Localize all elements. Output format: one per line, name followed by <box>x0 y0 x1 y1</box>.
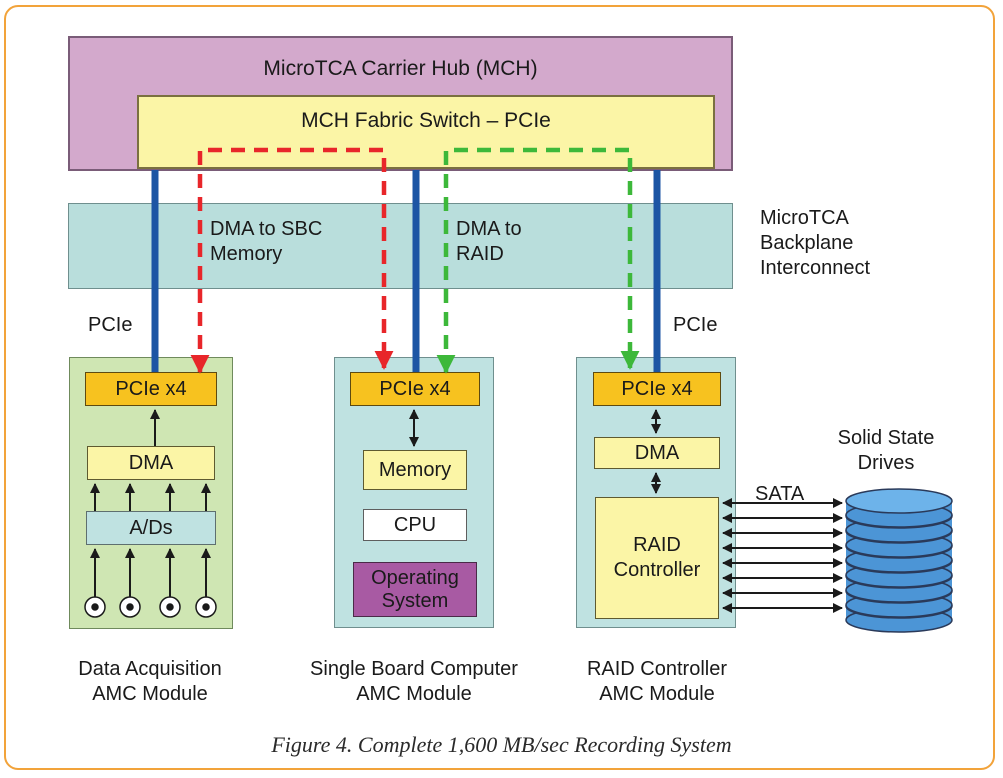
backplane-label: MicroTCA Backplane Interconnect <box>760 207 871 279</box>
daq-input-connectors <box>84 596 217 618</box>
daq-caption: Data Acquisition AMC Module <box>78 658 222 705</box>
backplane-interconnect <box>68 203 733 289</box>
pcie-links <box>151 170 661 372</box>
daq-adc: A/Ds <box>86 511 216 545</box>
drive-disk-icon <box>845 488 953 528</box>
raid-caption: RAID Controller AMC Module <box>586 658 728 705</box>
sata-label: SATA <box>755 483 805 505</box>
sbc-operating-system: Operating System <box>353 562 477 617</box>
figure-caption: Figure 4. Complete 1,600 MB/sec Recordin… <box>271 732 732 757</box>
sbc-caption: Single Board Computer AMC Module <box>310 658 518 705</box>
sbc-cpu: CPU <box>363 509 467 541</box>
fabric-switch: MCH Fabric Switch – PCIe <box>137 95 715 169</box>
pcie-label-left: PCIe <box>88 314 133 336</box>
raid-controller: RAID Controller <box>595 497 719 619</box>
sbc-memory: Memory <box>363 450 467 490</box>
carrier-hub-title: MicroTCA Carrier Hub (MCH) <box>263 57 538 80</box>
daq-dma: DMA <box>87 446 215 480</box>
dma-to-sbc-label: DMA to SBC Memory <box>210 218 323 265</box>
sbc-pcie-x4: PCIe x4 <box>350 372 480 406</box>
dma-to-raid-label: DMA to RAID <box>456 218 522 265</box>
raid-dma: DMA <box>594 437 720 469</box>
pcie-label-right: PCIe <box>673 314 718 336</box>
fabric-switch-label: MCH Fabric Switch – PCIe <box>301 109 551 132</box>
raid-pcie-x4: PCIe x4 <box>593 372 721 406</box>
sata-links <box>722 498 843 613</box>
drives-label: Solid State Drives <box>837 427 935 474</box>
solid-state-drives-stack <box>845 488 953 633</box>
dma-to-sbc-path <box>190 147 394 374</box>
daq-pcie-x4: PCIe x4 <box>85 372 217 406</box>
daq-internal-arrows <box>90 409 211 598</box>
dma-to-raid-path <box>436 147 640 374</box>
